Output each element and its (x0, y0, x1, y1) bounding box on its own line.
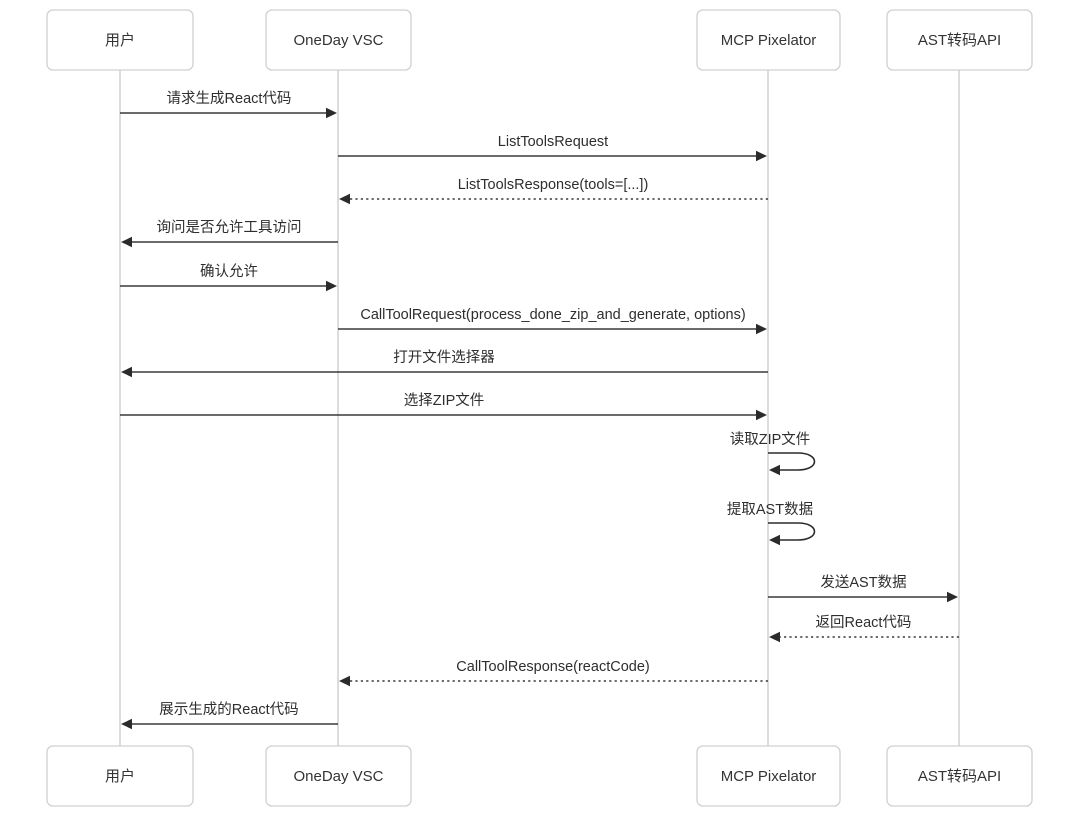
message-1-user-to-oneday: 请求生成React代码 (120, 90, 337, 119)
message-10-mcp-to-mcp: 提取AST数据 (727, 501, 816, 546)
message-label-14: 展示生成的React代码 (159, 701, 298, 718)
message-label-3: ListToolsResponse(tools=[...]) (458, 177, 649, 193)
self-loop-path-9 (768, 452, 816, 471)
arrowhead-1 (326, 107, 337, 119)
arrowhead-4 (121, 236, 132, 248)
message-label-1: 请求生成React代码 (167, 90, 292, 107)
participant-oneday-bottom[interactable]: OneDay VSC (265, 745, 412, 807)
message-12-ast-to-mcp: 返回React代码 (769, 614, 959, 643)
participant-label-user-top: 用户 (105, 32, 135, 49)
participant-label-mcp-top: MCP Pixelator (721, 32, 817, 49)
message-2-oneday-to-mcp: ListToolsRequest (338, 134, 767, 162)
message-13-mcp-to-oneday: CallToolResponse(reactCode) (339, 659, 768, 687)
message-9-mcp-to-mcp: 读取ZIP文件 (730, 431, 816, 476)
participant-oneday-top[interactable]: OneDay VSC (265, 9, 412, 71)
participant-user-top[interactable]: 用户 (46, 9, 194, 71)
message-label-5: 确认允许 (200, 263, 258, 280)
participant-label-ast-top: AST转码API (918, 32, 1001, 49)
participant-box-user-bottom (46, 745, 194, 807)
message-label-6: CallToolRequest(process_done_zip_and_gen… (360, 307, 745, 323)
participant-box-oneday-bottom (265, 745, 412, 807)
arrowhead-11 (947, 591, 958, 603)
message-label-9: 读取ZIP文件 (730, 431, 811, 448)
participant-mcp-bottom[interactable]: MCP Pixelator (696, 745, 841, 807)
participant-box-oneday-top (265, 9, 412, 71)
participant-box-ast-top (886, 9, 1033, 71)
message-7-mcp-to-user: 打开文件选择器 (121, 349, 768, 378)
arrowhead-2 (756, 150, 767, 162)
message-label-2: ListToolsRequest (498, 134, 608, 150)
message-14-oneday-to-user: 展示生成的React代码 (121, 701, 338, 730)
message-5-user-to-oneday: 确认允许 (120, 263, 337, 292)
participant-box-mcp-top (696, 9, 841, 71)
arrowhead-13 (339, 675, 350, 687)
messages-layer: 请求生成React代码 ListToolsRequestListToolsResp… (120, 90, 959, 730)
participant-label-oneday-bottom: OneDay VSC (293, 768, 383, 785)
message-label-4: 询问是否允许工具访问 (157, 219, 302, 236)
participant-ast-top[interactable]: AST转码API (886, 9, 1033, 71)
participant-label-user-bottom: 用户 (105, 768, 135, 785)
participant-user-bottom[interactable]: 用户 (46, 745, 194, 807)
arrowhead-9 (769, 464, 780, 476)
arrowhead-5 (326, 280, 337, 292)
arrowhead-12 (769, 631, 780, 643)
participant-mcp-top[interactable]: MCP Pixelator (696, 9, 841, 71)
message-label-8: 选择ZIP文件 (404, 392, 485, 409)
message-4-oneday-to-user: 询问是否允许工具访问 (121, 219, 338, 248)
message-label-11: 发送AST数据 (820, 574, 906, 591)
self-loop-path-10 (768, 522, 816, 541)
participant-box-user-top (46, 9, 194, 71)
message-3-mcp-to-oneday: ListToolsResponse(tools=[...]) (339, 177, 768, 205)
message-11-mcp-to-ast: 发送AST数据 (768, 574, 958, 603)
arrowhead-8 (756, 409, 767, 421)
participant-box-mcp-bottom (696, 745, 841, 807)
message-label-10: 提取AST数据 (727, 501, 813, 518)
participant-ast-bottom[interactable]: AST转码API (886, 745, 1033, 807)
participant-box-ast-bottom (886, 745, 1033, 807)
lifelines-layer (119, 70, 960, 746)
message-6-oneday-to-mcp: CallToolRequest(process_done_zip_and_gen… (338, 307, 767, 335)
arrowhead-6 (756, 323, 767, 335)
arrowhead-14 (121, 718, 132, 730)
message-label-13: CallToolResponse(reactCode) (456, 659, 649, 675)
participant-label-mcp-bottom: MCP Pixelator (721, 768, 817, 785)
message-label-12: 返回React代码 (816, 614, 912, 631)
arrowhead-3 (339, 193, 350, 205)
arrowhead-7 (121, 366, 132, 378)
arrowhead-10 (769, 534, 780, 546)
message-label-7: 打开文件选择器 (393, 349, 495, 366)
participant-label-ast-bottom: AST转码API (918, 768, 1001, 785)
message-8-user-to-mcp: 选择ZIP文件 (120, 392, 767, 421)
participant-label-oneday-top: OneDay VSC (293, 32, 383, 49)
